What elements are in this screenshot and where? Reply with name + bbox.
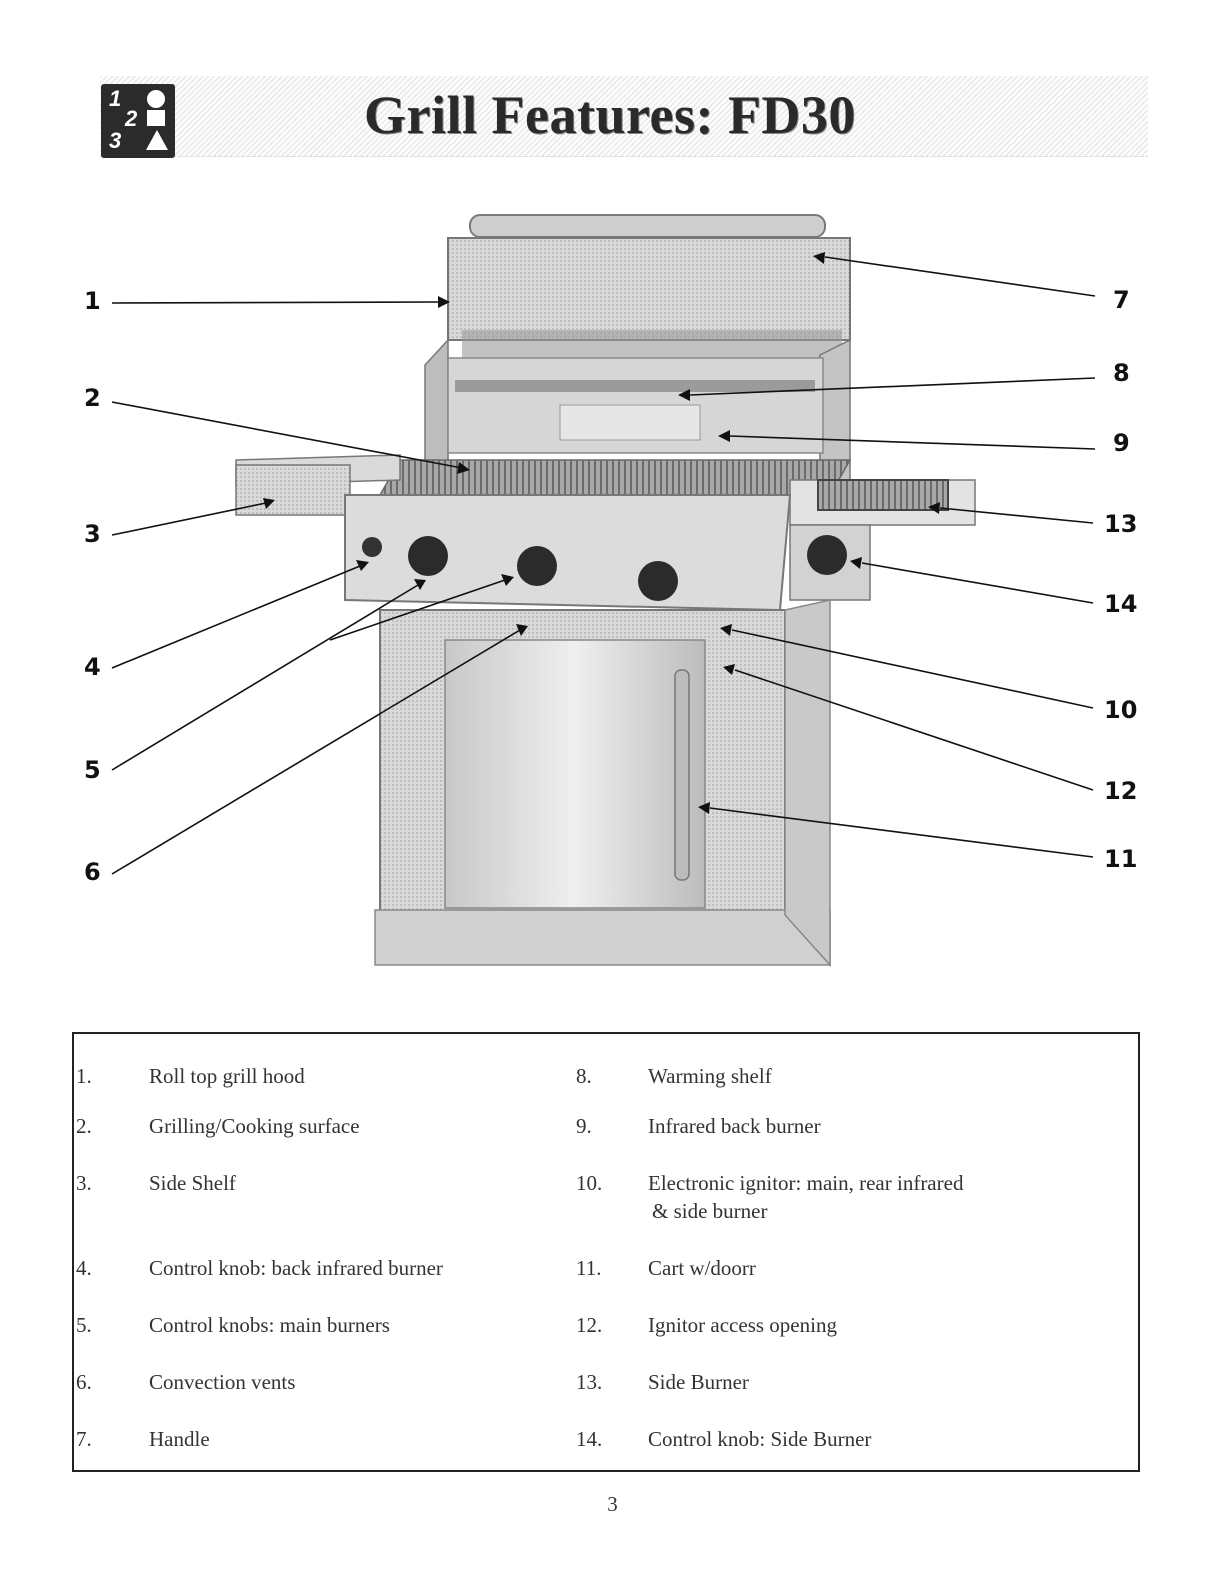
callout-1: 1	[84, 287, 101, 315]
parts-legend: 1. Roll top grill hood 2. Grilling/Cooki…	[72, 1032, 1140, 1472]
callout-7: 7	[1113, 286, 1130, 314]
legend-text: Control knob: back infrared burner	[149, 1256, 443, 1280]
legend-num: 14.	[576, 1427, 603, 1451]
roll-top-hood	[447, 237, 851, 341]
legend-num: 3.	[76, 1171, 92, 1195]
cart-door	[444, 639, 706, 909]
legend-num: 5.	[76, 1313, 92, 1337]
numbered-steps-icon: 1 2 3	[101, 84, 175, 158]
knob-main-3	[638, 561, 678, 601]
callout-13: 13	[1104, 510, 1138, 538]
leader-lines	[111, 256, 1096, 875]
legend-text: Control knobs: main burners	[149, 1313, 390, 1337]
callout-6: 6	[84, 858, 101, 886]
door-handle	[674, 669, 690, 881]
legend-text: Electronic ignitor: main, rear infrared	[648, 1171, 964, 1195]
callout-11: 11	[1104, 845, 1138, 873]
knob-infrared	[362, 537, 382, 557]
page-title: Grill Features: FD30	[364, 85, 856, 145]
legend-text: Roll top grill hood	[149, 1064, 305, 1088]
icon-digit-2: 2	[125, 106, 138, 131]
legend-text: Ignitor access opening	[648, 1313, 837, 1337]
icon-digit-3: 3	[109, 128, 122, 153]
legend-text: Side Shelf	[149, 1171, 236, 1195]
legend-text: Cart w/doorr	[648, 1256, 756, 1280]
legend-num: 4.	[76, 1256, 92, 1280]
cart-base	[374, 909, 831, 966]
legend-text: Grilling/Cooking surface	[149, 1114, 360, 1138]
grill-drawing	[111, 214, 1096, 967]
legend-num: 6.	[76, 1370, 92, 1394]
legend-num: 13.	[576, 1370, 603, 1394]
legend-num: 8.	[576, 1064, 592, 1088]
legend-text: Handle	[149, 1427, 210, 1451]
side-burner	[817, 479, 949, 511]
page-number: 3	[607, 1492, 618, 1516]
legend-num: 1.	[76, 1064, 92, 1088]
callout-14: 14	[1104, 590, 1138, 618]
callout-8: 8	[1113, 359, 1130, 387]
legend-text: Warming shelf	[648, 1064, 772, 1088]
legend-text: Control knob: Side Burner	[648, 1427, 872, 1451]
callout-9: 9	[1113, 429, 1130, 457]
header-banner	[100, 76, 1148, 157]
arrowheads	[263, 252, 940, 814]
legend-num: 10.	[576, 1171, 603, 1195]
legend-num: 11.	[576, 1256, 602, 1280]
callout-12: 12	[1104, 777, 1138, 805]
icon-digit-1: 1	[109, 86, 122, 111]
hood-handle	[469, 214, 826, 238]
infrared-burner	[559, 404, 701, 441]
legend-text: Side Burner	[648, 1370, 749, 1394]
callout-3: 3	[84, 520, 101, 548]
knob-main-2	[517, 546, 557, 586]
warming-shelf	[455, 380, 815, 392]
callout-5: 5	[84, 756, 101, 784]
legend-text: Convection vents	[149, 1370, 296, 1394]
knob-main-1	[408, 536, 448, 576]
legend-num: 2.	[76, 1114, 92, 1138]
grill-illustration: 1 2 3 4 5 6 7 8 9 10 11 12 13 14	[0, 180, 1225, 1010]
callout-4: 4	[84, 653, 101, 681]
legend-text: Infrared back burner	[648, 1114, 821, 1138]
legend-text-continued: & side burner	[652, 1199, 768, 1223]
legend-num: 9.	[576, 1114, 592, 1138]
legend-num: 12.	[576, 1313, 603, 1337]
knob-side-burner	[807, 535, 847, 575]
callout-2: 2	[84, 384, 101, 412]
callout-10: 10	[1104, 696, 1138, 724]
legend-num: 7.	[76, 1427, 92, 1451]
steps-shapes	[146, 90, 168, 150]
